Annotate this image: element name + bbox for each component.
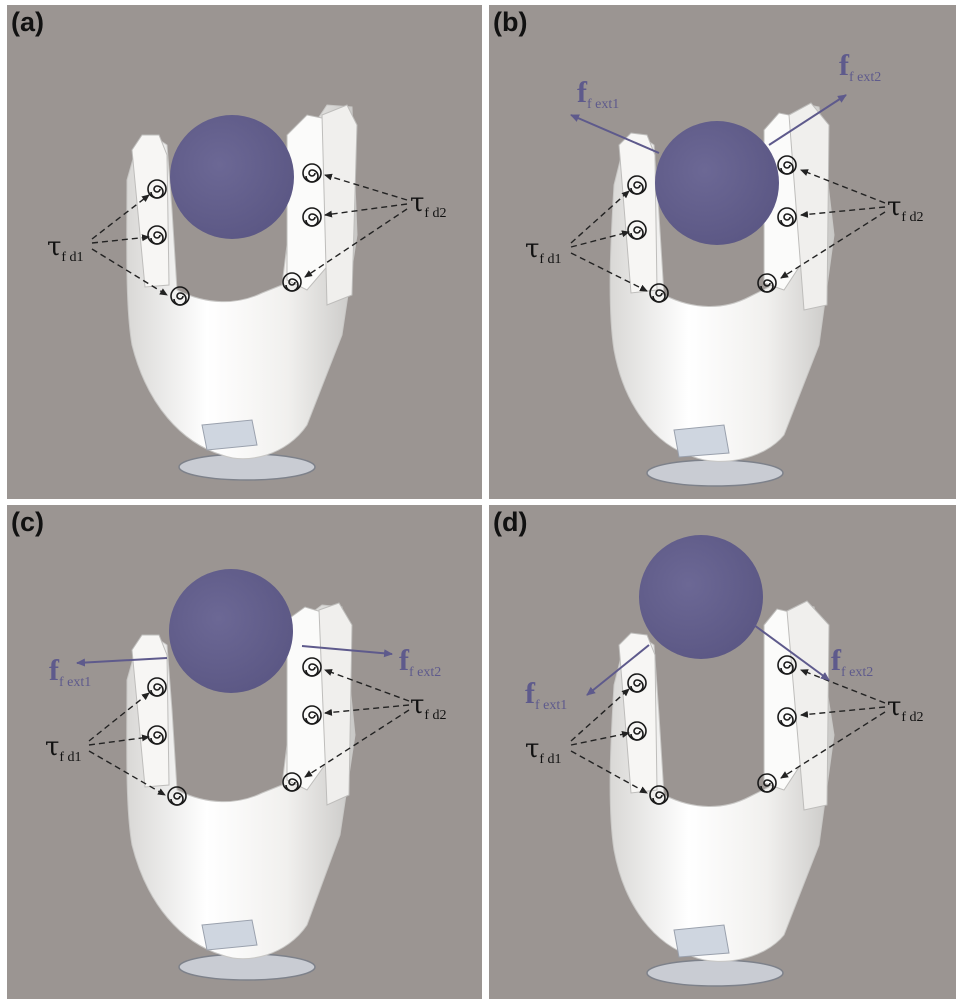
ball	[639, 535, 763, 659]
torque-label-left: τf d1	[525, 234, 562, 267]
panel-a-figure: τf d1 τf d2	[7, 5, 482, 499]
panel-c-figure: ff ext1 ff ext2 τf d1 τf d2	[7, 505, 482, 999]
ball	[169, 569, 293, 693]
panel-c: (c)	[7, 505, 482, 999]
torque-label-left: τf d1	[45, 732, 82, 765]
torque-label-right: τf d2	[410, 188, 447, 221]
force-label-right: ff ext2	[831, 644, 873, 680]
panel-d: (d)	[489, 505, 956, 999]
torque-label-right: τf d2	[887, 692, 924, 725]
torque-label-left: τf d1	[47, 232, 84, 265]
force-label-left: ff ext1	[577, 76, 619, 112]
force-label-left: ff ext1	[49, 654, 91, 690]
panel-b: (b)	[489, 5, 956, 499]
force-label-right: ff ext2	[399, 644, 441, 680]
force-label-left: ff ext1	[525, 677, 567, 713]
panel-b-figure: ff ext1 ff ext2 τf d1 τf d2	[489, 5, 956, 499]
torque-label-right: τf d2	[887, 192, 924, 225]
force-label-right: ff ext2	[839, 49, 881, 85]
panel-d-figure: ff ext1 ff ext2 τf d1 τf d2	[489, 505, 956, 999]
ball	[655, 121, 779, 245]
torque-label-left: τf d1	[525, 734, 562, 767]
ball	[170, 115, 294, 239]
torque-label-right: τf d2	[410, 690, 447, 723]
panel-a: (a) τf d1	[7, 5, 482, 499]
